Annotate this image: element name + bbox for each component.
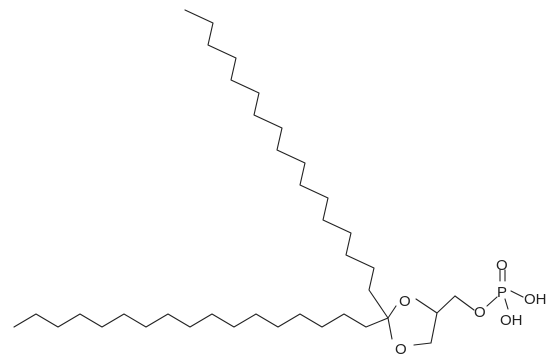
ring-bond-c5-o3 bbox=[413, 342, 432, 346]
lower-alkyl-chain bbox=[13, 313, 389, 328]
hydroxyl-lower-label: OH bbox=[500, 312, 523, 329]
ring-oxygen-lower-label: O bbox=[395, 341, 407, 358]
phosphoryl-oxygen-label: O bbox=[496, 257, 508, 274]
phosphate-group: O P O OH OH bbox=[436, 257, 547, 329]
phosphorus-label: P bbox=[497, 284, 507, 301]
ring-oxygen-upper-label: O bbox=[399, 293, 411, 310]
upper-alkyl-chain bbox=[184, 9, 389, 319]
ring-bond-o3-c2 bbox=[387, 317, 393, 340]
upper-chain-bonds bbox=[184, 9, 389, 319]
ring-bond-c2-o1 bbox=[387, 305, 397, 319]
bond-p-oh-lower bbox=[504, 298, 509, 310]
bond-c4-ch2 bbox=[436, 295, 456, 314]
ring-bond-c4-c5 bbox=[430, 312, 438, 344]
dioxolane-ring: O O bbox=[387, 293, 438, 358]
bond-ch2-o bbox=[454, 295, 475, 311]
ester-oxygen-label: O bbox=[474, 304, 486, 321]
ring-bond-o1-c4 bbox=[415, 298, 438, 314]
bond-p-oh-right bbox=[510, 290, 524, 298]
bond-o-p bbox=[486, 296, 498, 307]
hydroxyl-right-label: OH bbox=[524, 291, 547, 308]
lower-chain-bonds bbox=[13, 313, 389, 328]
